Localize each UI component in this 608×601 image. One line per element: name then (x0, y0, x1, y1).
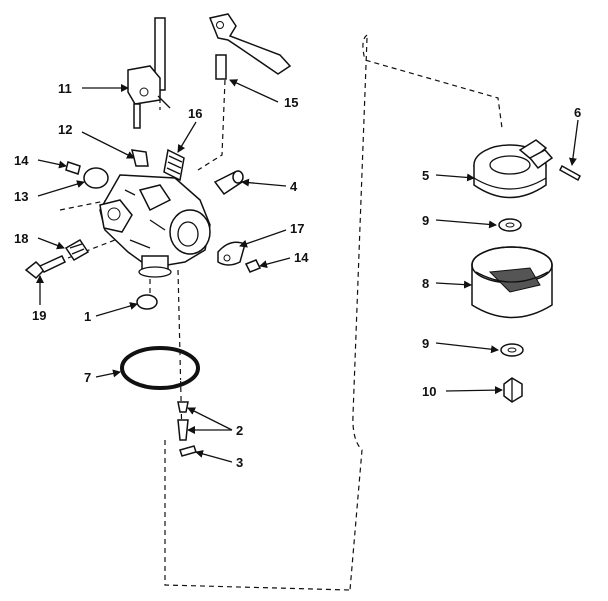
callout-3: 3 (236, 455, 243, 470)
screw-14-top-part (65, 161, 81, 175)
callout-2: 2 (236, 423, 243, 438)
clip-part (131, 149, 149, 167)
callout-10: 10 (422, 384, 436, 399)
nut-10-part (503, 377, 523, 403)
washer-9-top-part (498, 218, 522, 232)
callout-18: 18 (14, 231, 28, 246)
dashed-line-right-down (349, 37, 368, 591)
callout-15: 15 (284, 95, 298, 110)
float-bowl-5-part (473, 139, 554, 199)
fuel-inlet-fitting-part (213, 170, 244, 196)
screw-19-part (24, 255, 67, 280)
callout-9-bottom: 9 (422, 336, 429, 351)
callout-14-bottom: 14 (294, 250, 309, 265)
screw-14-bottom-part (244, 259, 262, 273)
choke-shaft-part (127, 17, 171, 129)
carburetor-body-part (99, 174, 211, 278)
washer-9-bottom-part (500, 343, 524, 357)
callout-17: 17 (290, 221, 304, 236)
callout-7: 7 (84, 370, 91, 385)
pin-part-3 (179, 445, 197, 457)
callout-19: 19 (32, 308, 46, 323)
throttle-plate-part (83, 167, 109, 189)
callout-14-top: 14 (14, 153, 29, 168)
callout-9-top: 9 (422, 213, 429, 228)
callout-12: 12 (58, 122, 72, 137)
callout-8: 8 (422, 276, 429, 291)
callout-16: 16 (188, 106, 202, 121)
dashed-line-right-top (362, 34, 503, 129)
callout-13: 13 (14, 189, 28, 204)
callout-11: 11 (58, 81, 72, 96)
needle-part-1 (136, 294, 158, 310)
float-8-part (471, 246, 553, 319)
callout-6: 6 (574, 105, 581, 120)
assembly-guide-lines (59, 34, 503, 591)
needle-seat-part-2 (177, 401, 189, 441)
plate-17-part (217, 241, 246, 266)
callout-labels: 11 15 12 16 14 13 4 18 17 14 19 1 7 2 3 … (14, 81, 581, 470)
callout-5: 5 (422, 168, 429, 183)
throttle-lever-part (208, 13, 292, 80)
dashed-line-bottom (164, 440, 351, 591)
dashed-line-lever (197, 79, 226, 171)
callout-1: 1 (84, 309, 91, 324)
gasket-7-part (120, 346, 200, 390)
leader-lines (36, 79, 579, 463)
callout-4: 4 (290, 179, 298, 194)
spring-18-part (64, 239, 90, 261)
idle-screw-spring-part (163, 148, 185, 182)
pin-6-part (559, 164, 581, 182)
